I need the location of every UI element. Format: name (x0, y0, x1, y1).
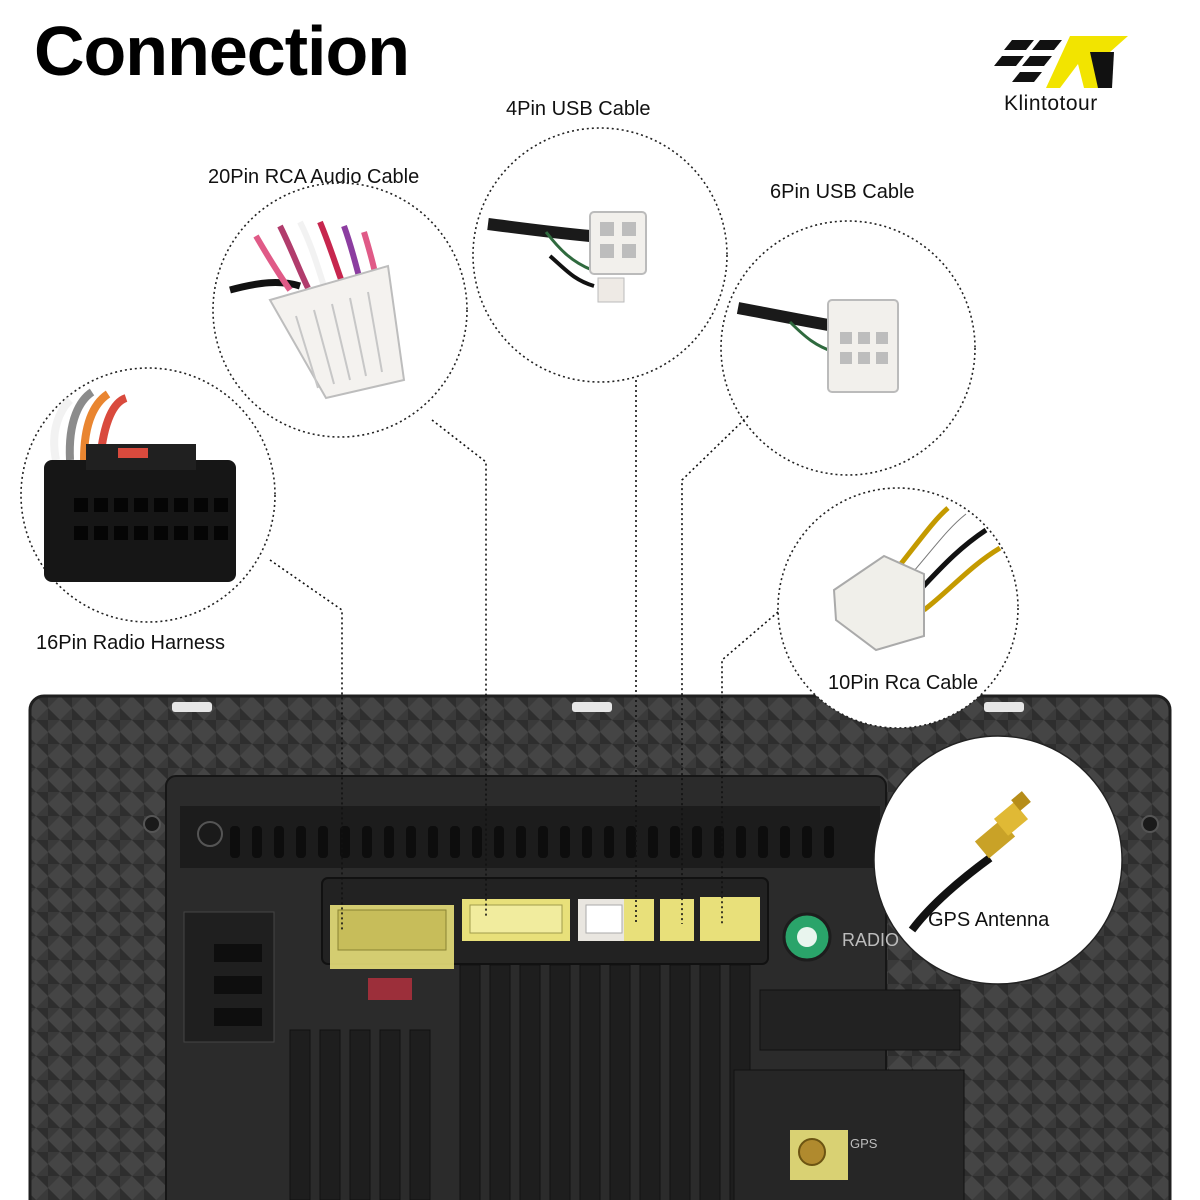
port-4pin-usb (578, 899, 654, 941)
usb-4pin-image (487, 211, 647, 303)
port-16pin-harness (330, 905, 454, 969)
port-10pin-rca (700, 897, 760, 941)
label-4pin-usb: 4Pin USB Cable (506, 98, 651, 120)
radio-port-label: RADIO (842, 930, 899, 950)
brand-name: Klintotour (1004, 92, 1098, 115)
callout-gps (873, 735, 1123, 985)
label-20pin-rca: 20Pin RCA Audio Cable (208, 166, 420, 188)
label-10pin-rca: 10Pin Rca Cable (828, 672, 979, 694)
gps-port-label: GPS (850, 1136, 878, 1151)
harness-16pin-image (44, 388, 236, 582)
rca-20pin-image (229, 220, 406, 400)
leader-16pin (269, 559, 343, 930)
label-6pin-usb: 6Pin USB Cable (770, 181, 915, 203)
radio-antenna-port: RADIO (782, 912, 899, 962)
label-gps-antenna: GPS Antenna (928, 909, 1050, 931)
port-6pin-usb (660, 899, 694, 941)
fuse (368, 978, 412, 1000)
leader-6pin (681, 415, 749, 924)
port-20pin-rca (462, 899, 570, 941)
label-16pin-harness: 16Pin Radio Harness (36, 632, 225, 654)
page-title: Connection (34, 12, 410, 90)
usb-6pin-image (736, 299, 899, 393)
gps-port: GPS (790, 1130, 878, 1180)
brand-logo-icon (994, 36, 1128, 88)
gps-antenna-image (908, 791, 1031, 933)
rca-10pin-image (832, 506, 1002, 652)
